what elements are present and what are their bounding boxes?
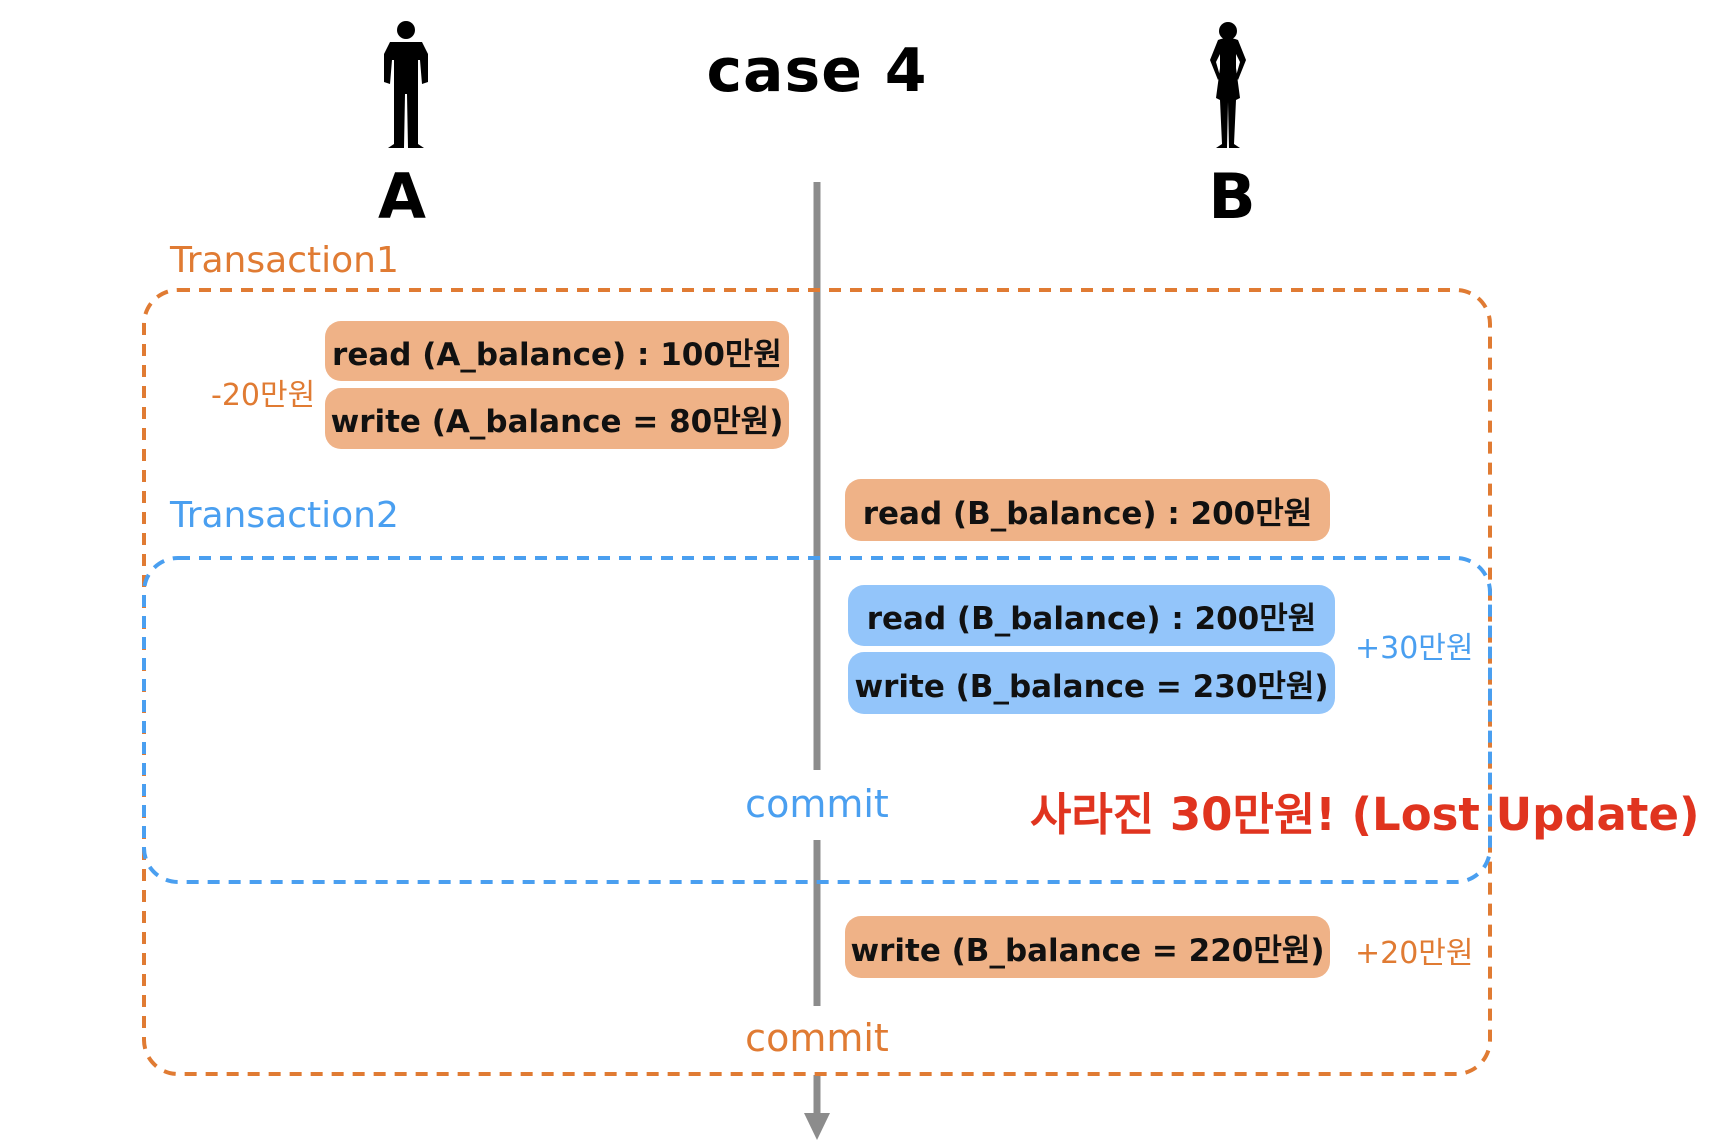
step-write-b-balance-tx2: write (B_balance = 230만원) <box>848 652 1335 714</box>
transaction2-box <box>142 556 1492 884</box>
transaction2-label: Transaction2 <box>170 495 399 536</box>
commit-transaction1: commit <box>745 1016 889 1060</box>
delta-b-deposit-tx1: +20만원 <box>1355 936 1474 971</box>
diagram-title: case 4 <box>706 36 928 106</box>
step-read-a-balance: read (A_balance) : 100만원 <box>325 321 789 381</box>
actor-a-label: A <box>378 160 426 233</box>
timeline-arrowhead-icon <box>804 1113 830 1140</box>
man-silhouette-icon <box>384 21 428 148</box>
step-write-a-balance: write (A_balance = 80만원) <box>325 388 789 449</box>
commit-transaction2: commit <box>745 782 889 826</box>
actor-b-label: B <box>1208 160 1256 233</box>
step-read-b-balance-tx1: read (B_balance) : 200만원 <box>845 479 1330 541</box>
delta-b-deposit-tx2: +30만원 <box>1355 631 1474 666</box>
transaction1-label: Transaction1 <box>170 240 399 281</box>
delta-a-withdraw: -20만원 <box>211 378 316 413</box>
step-write-b-balance-tx1: write (B_balance = 220만원) <box>845 916 1330 978</box>
woman-silhouette-icon <box>1210 22 1246 148</box>
step-read-b-balance-tx2: read (B_balance) : 200만원 <box>848 585 1335 646</box>
lost-update-callout: 사라진 30만원! (Lost Update) <box>1030 788 1700 841</box>
